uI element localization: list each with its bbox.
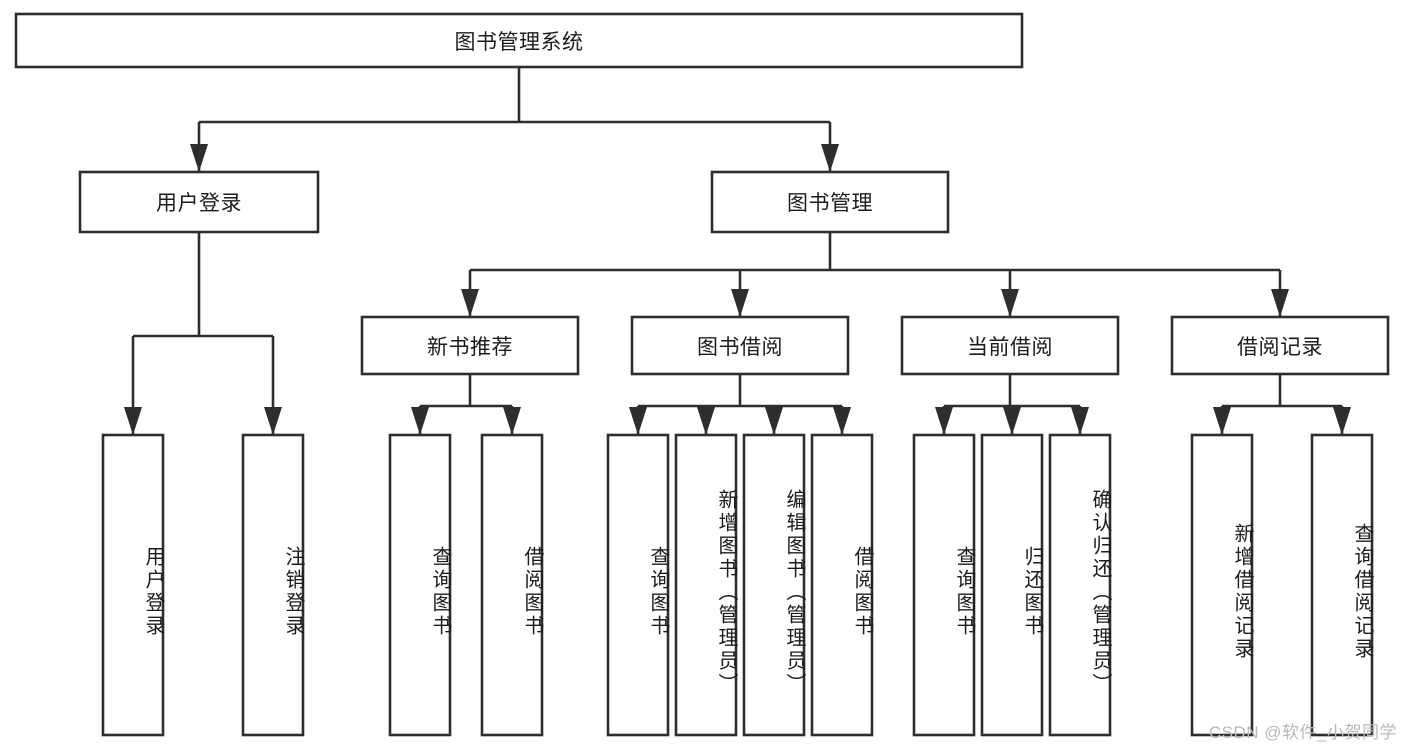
node-box-book-management[interactable]: [710, 170, 950, 234]
arrow-leaf-query-book-nb: [411, 407, 429, 435]
node-box-current-borrow[interactable]: [900, 315, 1120, 376]
node-box-leaf-add-book[interactable]: [674, 433, 738, 737]
node-box-leaf-borrow-book-bb[interactable]: [810, 433, 874, 737]
node-box-root[interactable]: [14, 12, 1024, 69]
arrow-leaf-borrow-book-nb: [503, 407, 521, 435]
arrow-leaf-user-login: [124, 407, 142, 435]
arrow-leaf-return-book: [1003, 407, 1021, 435]
node-box-leaf-borrow-book-nb[interactable]: [480, 433, 544, 737]
node-box-leaf-user-login[interactable]: [101, 433, 165, 737]
node-box-leaf-add-record[interactable]: [1190, 433, 1254, 737]
arrow-borrow-record: [1271, 289, 1289, 317]
arrow-book-borrow: [731, 289, 749, 317]
node-box-leaf-query-book-cb[interactable]: [912, 433, 976, 737]
node-box-leaf-query-book-bb[interactable]: [606, 433, 670, 737]
arrow-leaf-edit-book: [765, 407, 783, 435]
node-box-leaf-edit-book[interactable]: [742, 433, 806, 737]
node-box-leaf-confirm-return[interactable]: [1048, 433, 1112, 737]
arrow-leaf-add-book: [697, 407, 715, 435]
arrow-leaf-confirm-return: [1071, 407, 1089, 435]
node-box-leaf-query-book-nb[interactable]: [388, 433, 452, 737]
node-box-new-book-recommend[interactable]: [360, 315, 580, 376]
node-box-leaf-logout[interactable]: [241, 433, 305, 737]
node-box-leaf-return-book[interactable]: [980, 433, 1044, 737]
arrow-new-book-recommend: [461, 289, 479, 317]
watermark-text: CSDN @软件_小贺同学: [1208, 723, 1397, 742]
arrow-leaf-borrow-book-bb: [833, 407, 851, 435]
arrow-leaf-query-record: [1333, 407, 1351, 435]
connector-layer: [124, 67, 1351, 435]
node-box-borrow-record[interactable]: [1170, 315, 1390, 376]
node-box-leaf-query-record[interactable]: [1310, 433, 1374, 737]
arrow-leaf-query-book-cb: [935, 407, 953, 435]
arrow-user-login: [190, 144, 208, 172]
box-layer: [14, 12, 1390, 737]
arrow-book-management: [821, 144, 839, 172]
arrow-leaf-logout: [264, 407, 282, 435]
arrow-current-borrow: [1001, 289, 1019, 317]
arrow-leaf-add-record: [1213, 407, 1231, 435]
arrow-leaf-query-book-bb: [629, 407, 647, 435]
node-box-book-borrow[interactable]: [630, 315, 850, 376]
node-box-user-login[interactable]: [78, 170, 320, 234]
